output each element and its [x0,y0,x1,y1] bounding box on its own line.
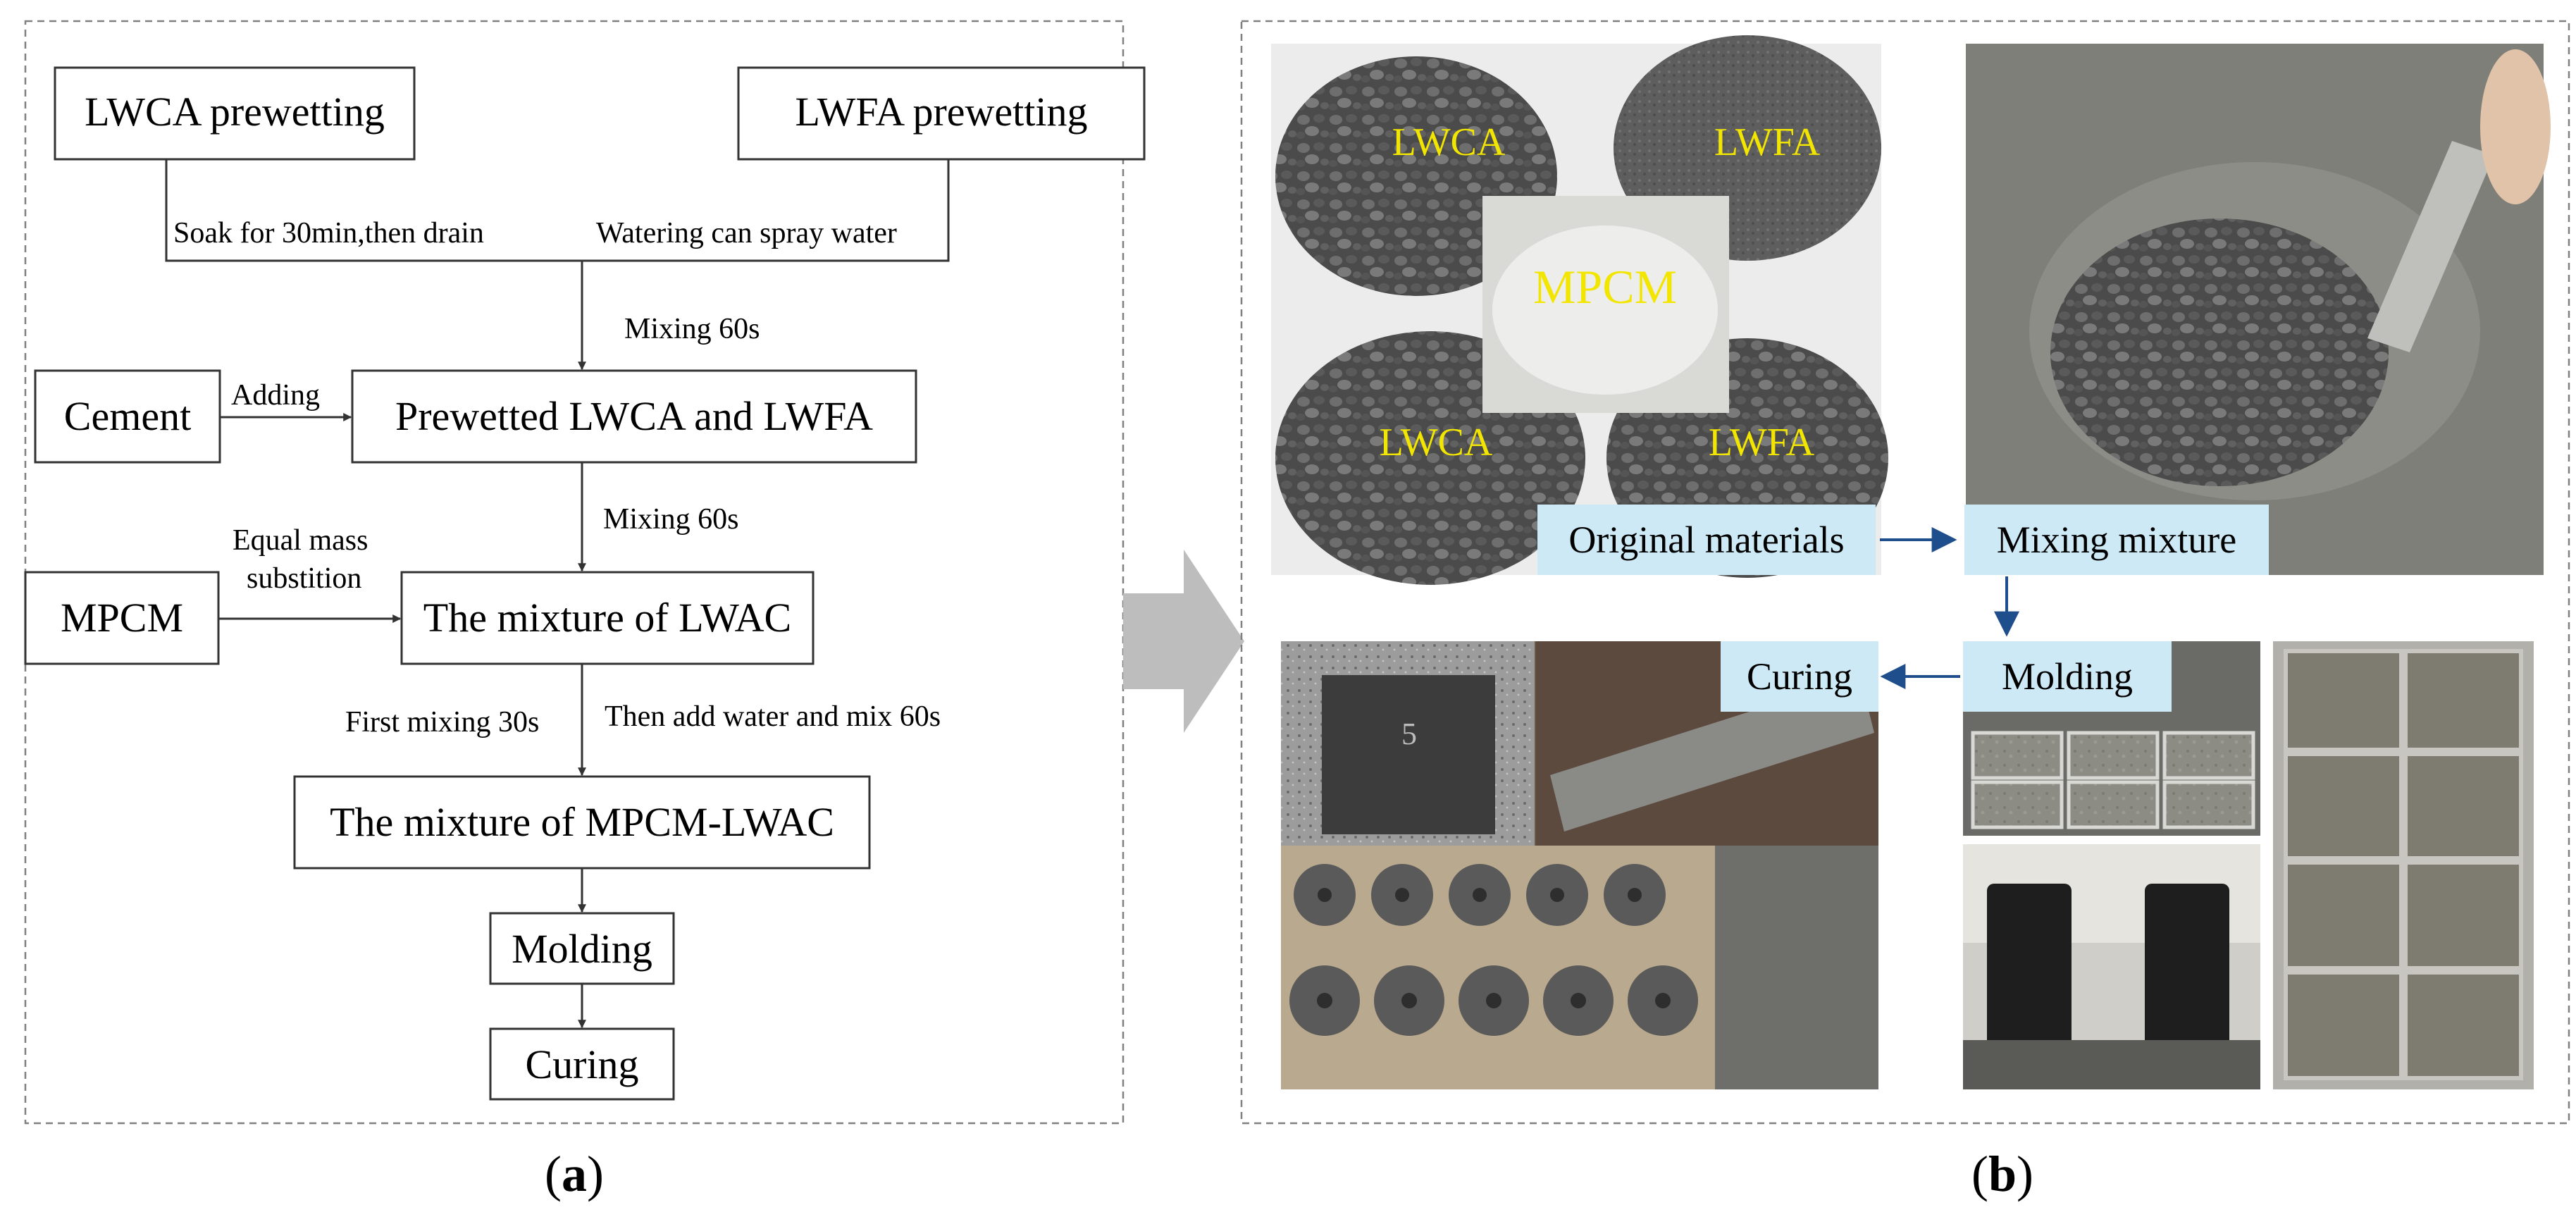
svg-text:(a): (a) [545,1146,604,1202]
photo-slabs [2273,641,2534,1089]
photo-label-lwca-bottom: LWCA [1380,421,1493,464]
step-molding-box [1963,641,2172,712]
label-mixing-1: Mixing 60s [624,313,760,345]
node-curing-box [489,1027,675,1101]
node-mixture-lwac-box [400,571,815,665]
label-adding: Adding [231,379,320,412]
photo-label-mpcm: MPCM [1533,260,1677,314]
node-lwfa-prewetting: LWFA prewetting [795,89,1087,135]
node-lwca-prewetting-box [54,66,416,161]
panel-b-border [1240,20,2570,1125]
node-molding-box [489,912,675,985]
node-cement: Cement [64,393,191,439]
step-original-box [1537,505,1876,575]
caption-b: (b) [1971,1146,2033,1202]
node-mixture-mpcm-lwac-box [293,775,871,870]
node-prewetted: Prewetted LWCA and LWFA [395,393,873,439]
specimen-label: 5 [1401,717,1417,751]
svg-text:(b): (b) [1971,1146,2033,1202]
photo-original-materials: LWCA LWFA MPCM LWCA LWFA [1271,35,1888,585]
photo-label-lwfa-bottom: LWFA [1709,421,1815,464]
label-watering: Watering can spray water [596,217,897,249]
label-then-add: Then add water and mix 60s [605,700,941,733]
label-mixing-2: Mixing 60s [603,503,739,536]
step-curing: Curing [1747,655,1852,698]
step-original: Original materials [1568,519,1844,561]
step-molding: Molding [2002,655,2133,698]
node-mixture-lwac: The mixture of LWAC [423,595,791,641]
node-cement-box [34,369,221,464]
connector-lwca-down [165,159,582,262]
step-curing-box [1721,641,1878,712]
step-mixing-box [1964,505,2269,575]
photo-label-lwfa-top: LWFA [1714,120,1821,164]
label-equal-mass-1: Equal mass [233,524,368,557]
caption-a: (a) [545,1146,604,1202]
caption-b-letter: b [1988,1146,2017,1202]
node-molding: Molding [512,926,652,972]
photo-cylinder-molds [1963,844,2260,1089]
photo-curing-collage: 5 [1281,641,1878,1089]
node-mpcm: MPCM [61,595,183,641]
label-soak: Soak for 30min,then drain [173,217,484,249]
photo-label-lwca-top: LWCA [1392,120,1506,164]
node-curing: Curing [525,1041,638,1087]
step-mixing: Mixing mixture [1997,519,2236,561]
photo-mixing-mixture [1966,44,2551,575]
node-mixture-mpcm-lwac: The mixture of MPCM-LWAC [330,799,834,845]
node-prewetted-box [351,369,917,464]
node-lwfa-prewetting-box [737,66,1146,161]
label-equal-mass-2: substition [247,562,361,595]
connector-lwfa-down [582,159,950,262]
caption-a-letter: a [562,1146,587,1202]
label-first-mixing: First mixing 30s [345,706,539,738]
node-lwca-prewetting: LWCA prewetting [85,89,385,135]
transition-arrow [1123,550,1244,733]
